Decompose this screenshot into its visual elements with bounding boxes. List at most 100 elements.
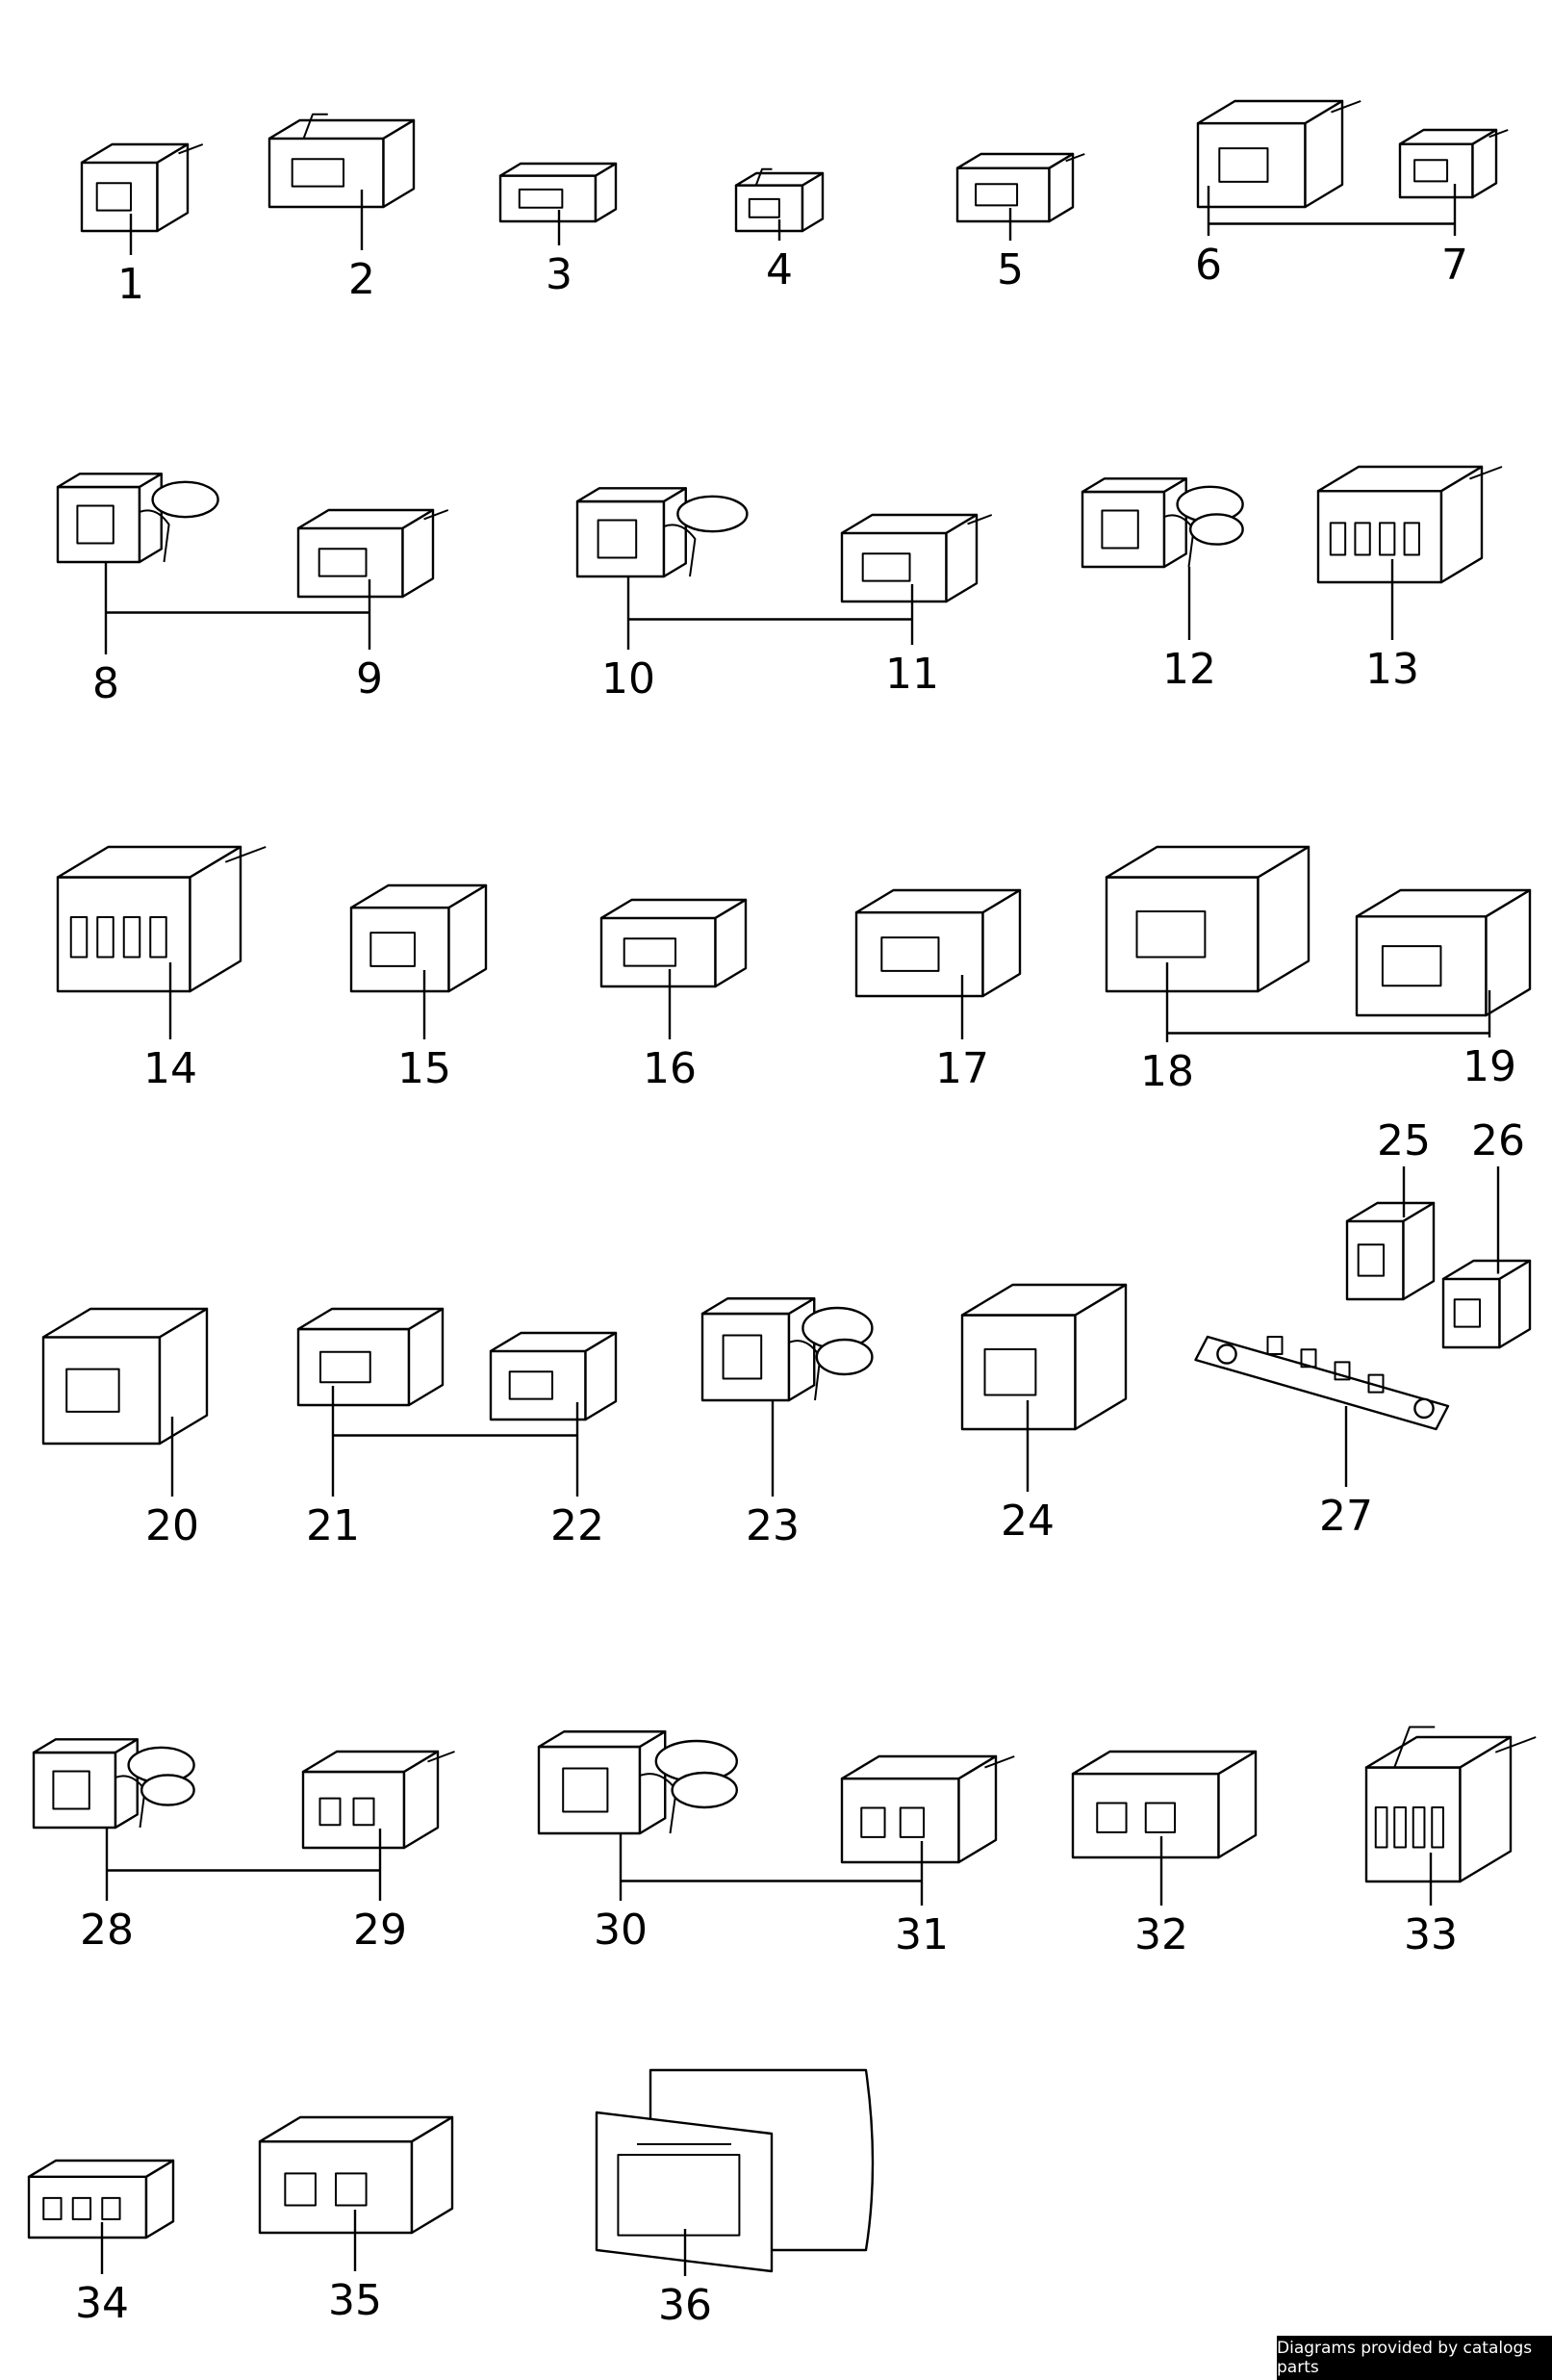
part-number-label: 3 xyxy=(546,250,572,299)
part-31: 31 xyxy=(840,1754,1015,1959)
terminal-strip-drawing xyxy=(1194,1335,1450,1431)
twin-pin-housing-drawing xyxy=(301,1750,455,1850)
part-20: 20 xyxy=(41,1307,209,1550)
diagram-credit: Diagrams provided by catalogs parts xyxy=(1277,2336,1552,2380)
part-number-label: 19 xyxy=(1463,1042,1516,1091)
part-number-label: 11 xyxy=(885,650,939,699)
tube-housing-drawing xyxy=(41,1307,209,1446)
part-10: 10 xyxy=(575,487,749,704)
plug-with-pins-drawing xyxy=(80,142,204,233)
twin-round-connector-drawing xyxy=(1081,477,1244,569)
part-number-label: 16 xyxy=(643,1044,697,1093)
part-number-label: 25 xyxy=(1377,1116,1431,1165)
dual-round-connector-with-latch-drawing xyxy=(537,1730,739,1835)
part-number-label: 24 xyxy=(1001,1497,1055,1546)
part-24: 24 xyxy=(960,1283,1128,1546)
part-35: 35 xyxy=(258,2115,454,2325)
part-number-label: 33 xyxy=(1404,1910,1458,1959)
part-27: 27 xyxy=(1194,1335,1450,1541)
square-pin-housing-drawing xyxy=(840,513,993,603)
part-36: 36 xyxy=(595,2068,875,2330)
part-26: 26 xyxy=(1441,1116,1532,1349)
part-number-label: 32 xyxy=(1134,1910,1188,1959)
open-frame-housing-drawing xyxy=(854,888,1022,998)
part-28: 28 xyxy=(32,1738,195,1955)
part-number-label: 13 xyxy=(1365,645,1419,694)
single-pin-housing-drawing xyxy=(955,152,1085,223)
part-number-label: 31 xyxy=(895,1910,949,1959)
part-9: 9 xyxy=(296,508,449,704)
part-14: 14 xyxy=(56,845,267,1093)
part-15: 15 xyxy=(349,883,488,1093)
part-number-label: 23 xyxy=(746,1501,800,1550)
part-number-label: 34 xyxy=(75,2279,129,2328)
twin-pin-housing-drawing xyxy=(840,1754,1015,1864)
flat-housing-drawing xyxy=(599,898,748,988)
part-22: 22 xyxy=(489,1331,618,1550)
part-19: 19 xyxy=(1355,888,1532,1091)
part-34: 34 xyxy=(27,2159,175,2328)
part-25: 25 xyxy=(1345,1116,1436,1301)
part-18: 18 xyxy=(1105,845,1310,1096)
part-32: 32 xyxy=(1071,1750,1258,1959)
flat-terminal-housing-drawing xyxy=(498,162,618,223)
dual-round-connector-drawing xyxy=(700,1297,874,1402)
twin-cavity-housing-drawing xyxy=(1071,1750,1258,1859)
part-16: 16 xyxy=(599,898,748,1093)
part-12: 12 xyxy=(1081,477,1244,694)
small-clip-drawing xyxy=(734,167,825,233)
part-number-label: 4 xyxy=(766,245,793,294)
dual-round-connector-with-latch-drawing xyxy=(32,1738,195,1830)
large-sealed-housing-drawing xyxy=(595,2068,875,2273)
part-number-label: 12 xyxy=(1162,645,1216,694)
part-number-label: 10 xyxy=(601,654,655,704)
part-number-label: 6 xyxy=(1195,241,1222,290)
part-29: 29 xyxy=(301,1750,455,1955)
complex-multi-pin-housing-drawing xyxy=(56,845,267,993)
part-number-label: 8 xyxy=(92,659,119,708)
angled-housing-drawing xyxy=(349,883,488,993)
part-number-label: 22 xyxy=(550,1501,604,1550)
twin-cavity-housing-drawing xyxy=(258,2115,454,2235)
flat-multi-pin-housing-drawing xyxy=(1316,465,1503,584)
pairing-links xyxy=(106,222,1489,1882)
part-2: 2 xyxy=(267,113,416,304)
part-number-label: 28 xyxy=(80,1906,134,1955)
bracket-housing-drawing xyxy=(960,1283,1128,1431)
part-7: 7 xyxy=(1398,128,1509,290)
part-17: 17 xyxy=(854,888,1022,1093)
part-number-label: 26 xyxy=(1471,1116,1525,1165)
sleeve-housing-drawing xyxy=(1196,99,1361,209)
round-connector-with-latch-drawing xyxy=(56,473,219,564)
part-number-label: 18 xyxy=(1140,1047,1194,1096)
multi-pin-clip-housing-drawing xyxy=(1364,1726,1537,1883)
slim-housing-drawing xyxy=(296,1307,445,1407)
part-number-label: 1 xyxy=(117,260,144,309)
part-number-label: 27 xyxy=(1319,1492,1373,1541)
part-8: 8 xyxy=(56,473,219,708)
part-11: 11 xyxy=(840,513,993,699)
part-13: 13 xyxy=(1316,465,1503,694)
part-21: 21 xyxy=(296,1307,445,1550)
part-33: 33 xyxy=(1364,1726,1537,1959)
square-pin-housing-drawing xyxy=(296,508,449,599)
part-number-label: 2 xyxy=(348,255,375,304)
part-number-label: 36 xyxy=(658,2281,712,2330)
round-connector-with-latch-drawing xyxy=(575,487,749,578)
box-housing-drawing xyxy=(1355,888,1532,1017)
part-number-label: 35 xyxy=(328,2276,382,2325)
housing-latch-drawing xyxy=(267,113,416,209)
part-6: 6 xyxy=(1195,99,1361,290)
part-number-label: 7 xyxy=(1441,241,1468,290)
part-5: 5 xyxy=(955,152,1085,294)
slim-housing-cap-drawing xyxy=(489,1331,618,1421)
part-number-label: 30 xyxy=(594,1906,648,1955)
part-30: 30 xyxy=(537,1730,739,1955)
part-number-label: 20 xyxy=(145,1501,199,1550)
large-box-housing-drawing xyxy=(1105,845,1310,993)
micro-housing-drawing xyxy=(1345,1201,1436,1301)
part-23: 23 xyxy=(700,1297,874,1550)
part-number-label: 21 xyxy=(306,1501,360,1550)
